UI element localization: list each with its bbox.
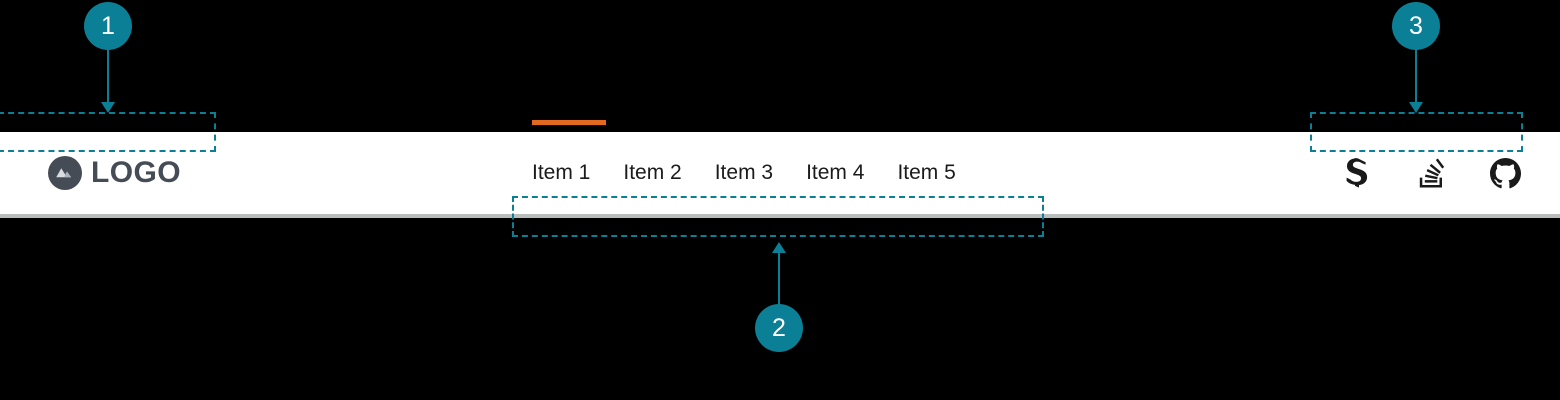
stack-overflow-icon [1416,157,1446,189]
annotation-leader-line-3 [1415,48,1417,106]
brand-logo-text: LOGO [91,156,181,189]
nav-item-3[interactable]: Item 3 [714,161,774,184]
nav-item-5[interactable]: Item 5 [897,161,956,184]
top-navigation-bar: LOGO Item 1 Item 2 Item 3 Item 4 Item 5 [0,120,1560,218]
nav-item-4[interactable]: Item 4 [806,161,865,184]
annotation-leader-line-2 [778,252,780,310]
annotation-arrowhead-2 [772,242,786,253]
mountain-circle-logo-icon [48,156,82,190]
annotation-leader-line-1 [107,48,109,106]
nav-items-group: Item 1 Item 2 Item 3 Item 4 Item 5 [532,120,956,214]
github-icon [1489,157,1521,189]
social-icons-group [1340,156,1522,190]
sketch-s-icon [1344,158,1370,188]
annotation-arrowhead-3 [1409,102,1423,113]
brand-logo-link[interactable]: LOGO [48,156,181,190]
github-link[interactable] [1488,156,1522,190]
nav-item-2[interactable]: Item 2 [623,161,682,184]
nav-item-1[interactable]: Item 1 [532,120,607,184]
sketch-s-link[interactable] [1340,156,1374,190]
annotation-badge-1[interactable]: 1 [84,2,132,50]
annotation-arrowhead-1 [101,102,115,113]
annotation-badge-3[interactable]: 3 [1392,2,1440,50]
annotation-badge-2[interactable]: 2 [755,304,803,352]
stack-overflow-link[interactable] [1414,156,1448,190]
